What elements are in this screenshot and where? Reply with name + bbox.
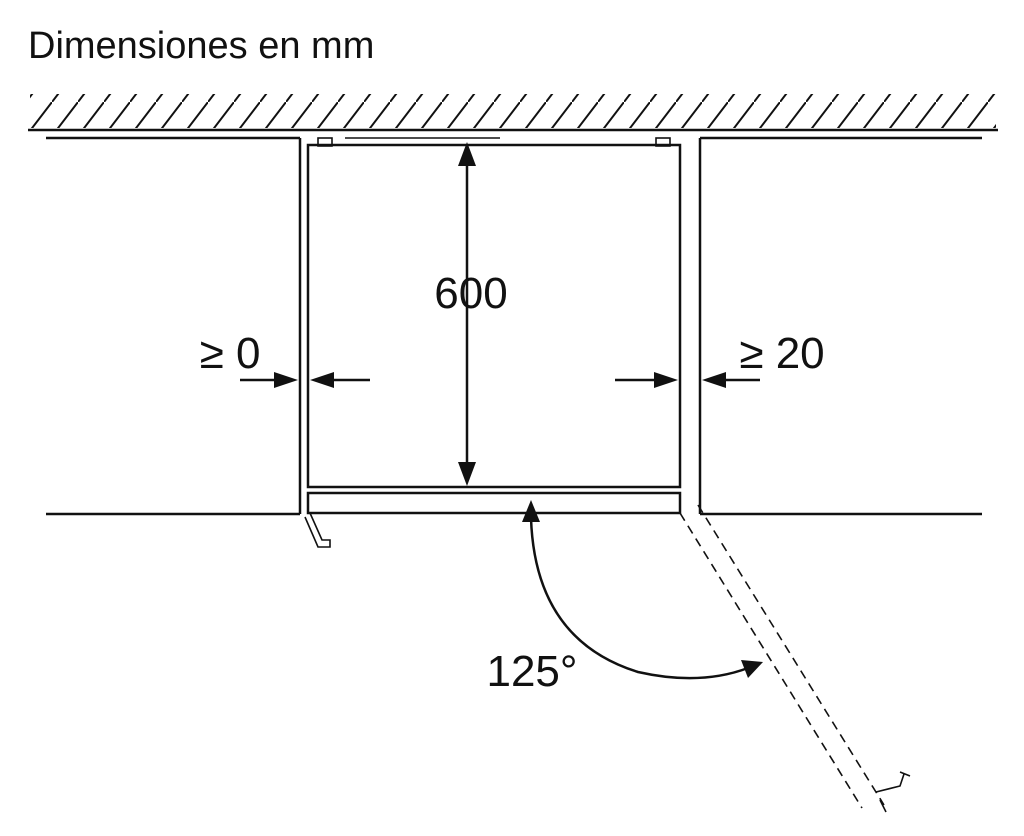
appliance-body bbox=[306, 137, 682, 489]
right-cabinet bbox=[698, 136, 982, 516]
left-cabinet bbox=[46, 136, 302, 516]
door-handle bbox=[304, 512, 331, 548]
open-door-outline bbox=[679, 504, 911, 813]
left-gap-label: ≥ 0 bbox=[200, 329, 261, 378]
depth-dimension bbox=[458, 142, 476, 486]
door-angle-arc bbox=[522, 500, 763, 680]
left-gap-dimension bbox=[240, 372, 370, 388]
door-angle-label: 125° bbox=[486, 647, 577, 696]
right-gap-dimension bbox=[615, 372, 760, 388]
wall bbox=[28, 94, 998, 132]
diagram-title: Dimensiones en mm bbox=[28, 25, 374, 67]
depth-label: 600 bbox=[434, 269, 507, 318]
right-gap-label: ≥ 20 bbox=[739, 329, 824, 378]
appliance-door bbox=[306, 491, 682, 515]
